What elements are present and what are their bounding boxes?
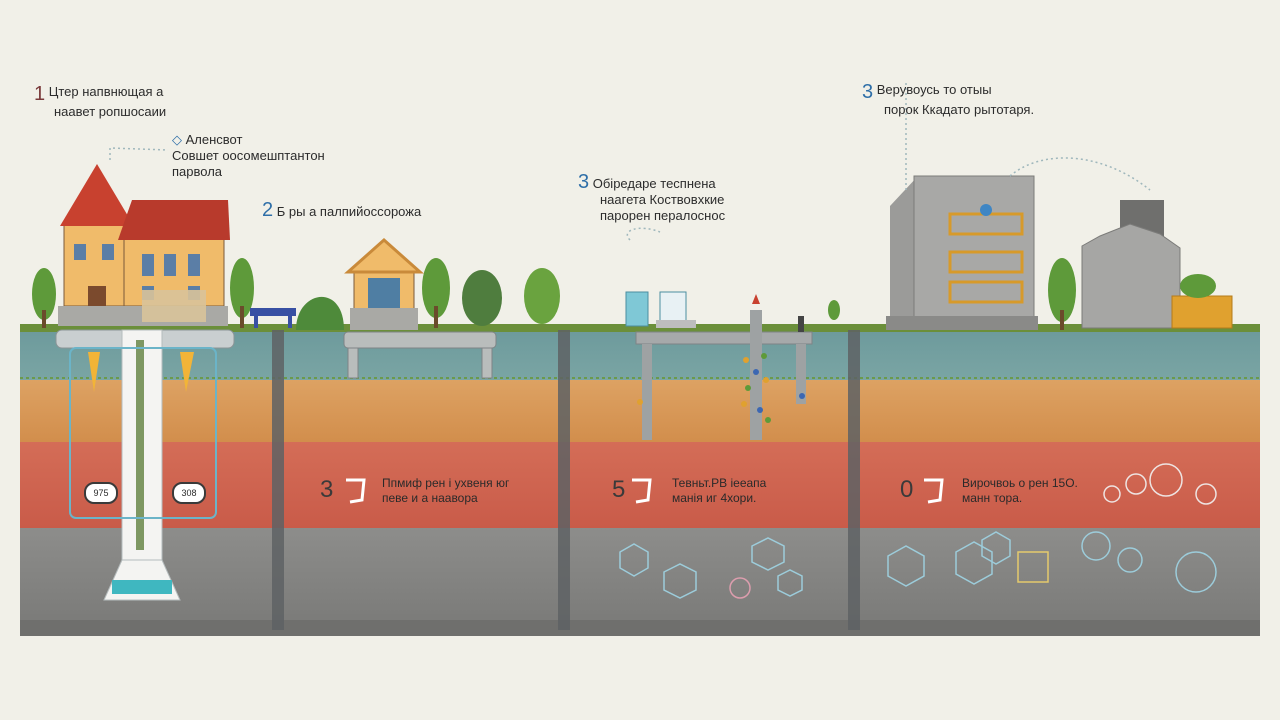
label-3a-number: 3 <box>578 171 590 193</box>
step-2-text: Тевньт.РВ іееапа манія иг 4хори. <box>672 476 766 506</box>
silo-icon <box>1081 200 1233 329</box>
diamond-icon: ◇ <box>172 132 182 147</box>
label-3b-line2: порок Ккадато рытотаря. <box>884 102 1035 117</box>
step-3-line1: Вирочвоь о рен 15О. <box>962 476 1078 490</box>
step-3-number: 0 <box>900 476 914 503</box>
label-2: 2 Б ры а палпийоссорожа <box>262 199 422 221</box>
small-house-icon <box>344 237 424 330</box>
label-3a-line2: наагета Коствовхкие <box>600 192 725 207</box>
step-3-line2: манн тора. <box>962 491 1023 505</box>
gauge-badge-right: 308 <box>172 482 206 504</box>
grey-layer <box>20 528 1260 628</box>
molecule-sketches <box>619 463 1217 599</box>
label-1b: ◇ Аленсвот Совшет оосомешптантон парвола <box>172 132 325 180</box>
panel-dividers <box>272 330 860 630</box>
label-2-number: 2 <box>262 199 274 221</box>
label-3b-number: 3 <box>862 81 874 103</box>
red-layer <box>20 442 1260 528</box>
connector-lines <box>109 80 1151 241</box>
trees <box>32 258 1076 330</box>
label-3b-line1: Верувоусь то отыы <box>876 82 992 97</box>
bench-icon <box>250 296 344 330</box>
label-1-line1: Цтер напвнющая а <box>48 84 164 99</box>
building-icon <box>886 175 1038 330</box>
gauge-badge-left: 975 <box>84 482 118 504</box>
label-3a-line3: парорен пералоснос <box>600 208 726 223</box>
bottom-edge <box>20 620 1260 636</box>
well-pipe <box>55 329 235 601</box>
label-3a: 3 Обіредаре теспнена наагета Коствовхкие… <box>578 171 726 224</box>
label-1b-line3: парвола <box>172 164 223 179</box>
label-2-text: Б ры а палпийоссорожа <box>276 204 422 219</box>
label-1: 1 Цтер напвнющая а наавет ропшосаии <box>34 83 167 120</box>
step-1-line1: Ппмиф рен і ухвеня юг <box>382 476 510 490</box>
label-1-line2: наавет ропшосаии <box>54 104 167 119</box>
lab-equipment-icon <box>625 291 696 328</box>
label-3a-line1: Обіредаре теспнена <box>592 176 716 191</box>
step-1-number: 3 <box>320 476 334 503</box>
step-1-text: Ппмиф рен і ухвеня юг певе и а наавора <box>382 476 509 506</box>
label-1b-line2: Совшет оосомешптантон <box>172 148 325 163</box>
label-1b-line1: Аленсвот <box>185 132 243 147</box>
step-3-text: Вирочвоь о рен 15О. манн тора. <box>962 476 1078 506</box>
grass-strip <box>20 324 1260 332</box>
orange-layer <box>20 380 1260 442</box>
step-2-line2: манія иг 4хори. <box>672 491 757 505</box>
step-1-line2: певе и а наавора <box>382 491 478 505</box>
drill-rig <box>635 294 813 440</box>
soil-layers <box>20 324 1260 636</box>
step-glyphs <box>346 478 944 504</box>
step-2-line1: Тевньт.РВ іееапа <box>672 476 767 490</box>
house-icon <box>58 164 230 326</box>
label-3b: 3 Верувоусь то отыы порок Ккадато рытота… <box>862 81 1035 118</box>
step-2-number: 5 <box>612 476 626 503</box>
horizontal-pipe <box>343 331 497 379</box>
label-1-number: 1 <box>34 83 46 105</box>
